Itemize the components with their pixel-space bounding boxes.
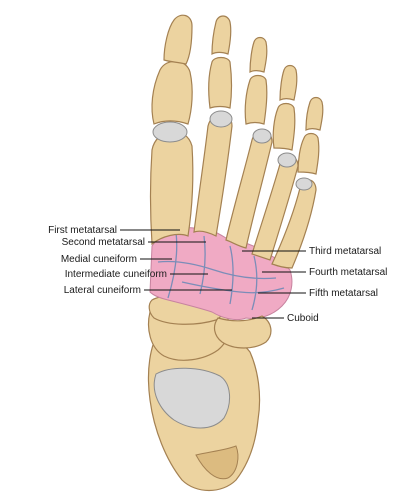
label-cuboid: Cuboid [287,313,319,324]
first-metatarsal-bone [151,122,193,244]
label-medial-cuneiform: Medial cuneiform [61,254,137,265]
label-lateral-cuneiform: Lateral cuneiform [64,285,141,296]
label-second-metatarsal: Second metatarsal [62,237,145,248]
second-toe-phalanges [209,16,232,108]
second-metatarsal-bone [194,111,232,236]
fifth-toe-phalanges [298,98,323,175]
label-fourth-metatarsal: Fourth metatarsal [309,267,387,278]
label-first-metatarsal: First metatarsal [48,225,117,236]
big-toe-phalanges [152,15,192,124]
fourth-toe-phalanges [273,66,297,151]
label-intermediate-cuneiform: Intermediate cuneiform [65,269,167,280]
label-third-metatarsal: Third metatarsal [309,246,381,257]
label-fifth-metatarsal: Fifth metatarsal [309,288,378,299]
cuboid-bone [215,316,271,348]
third-toe-phalanges [245,38,267,125]
